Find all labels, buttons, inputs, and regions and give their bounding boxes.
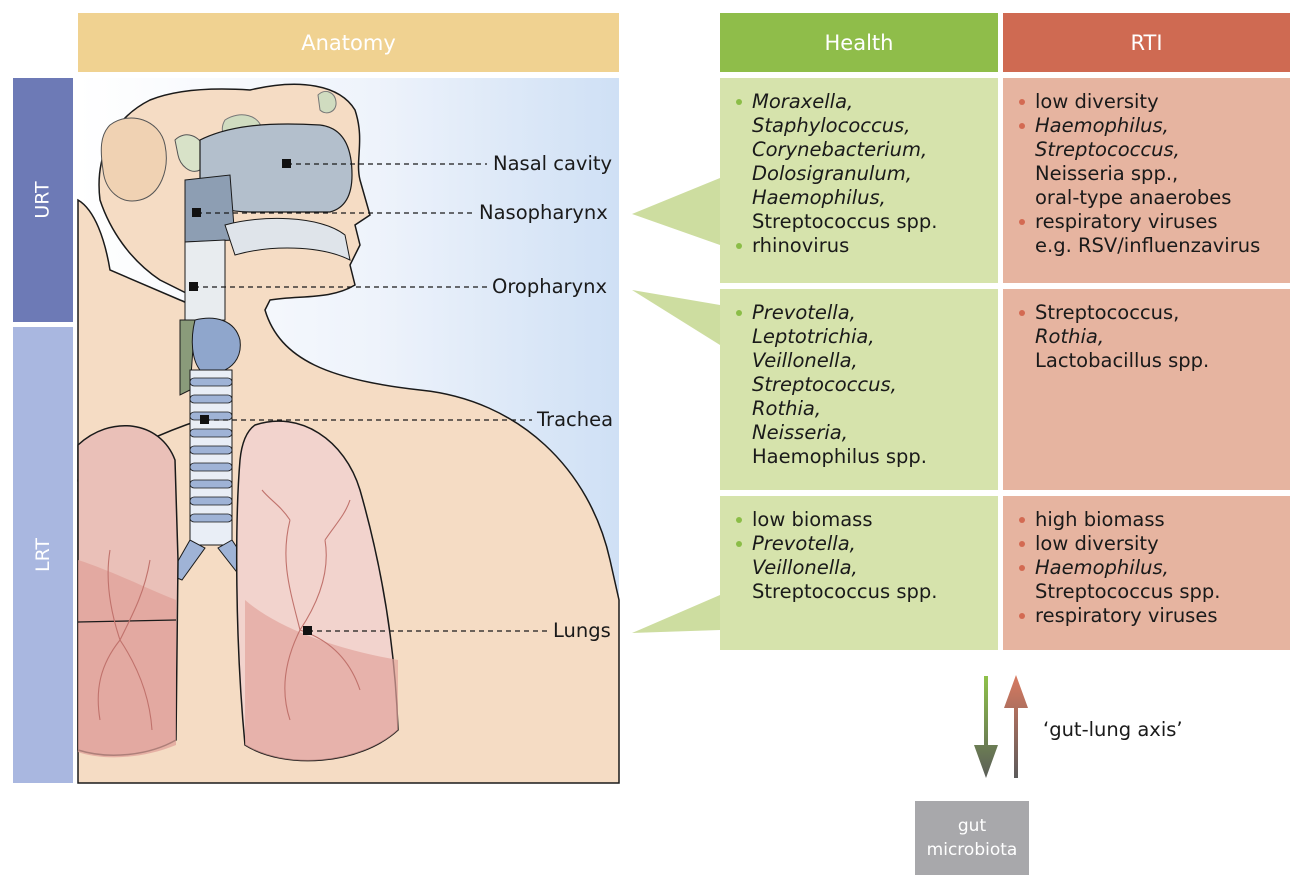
- line: respiratory viruses: [1035, 210, 1280, 234]
- line: rhinovirus: [752, 234, 988, 258]
- bullet-item: low diversity: [1017, 90, 1280, 114]
- lungs-callout: [632, 595, 720, 633]
- line: Veillonella,: [752, 349, 988, 373]
- line: oral-type anaerobes: [1035, 186, 1280, 210]
- trachea-rings: [190, 378, 232, 522]
- oropharynx-callout: [632, 290, 720, 345]
- line: low biomass: [752, 508, 988, 532]
- rti-cell-lungs: high biomass low diversity Haemophilus, …: [1003, 496, 1290, 650]
- down-arrow: [974, 676, 998, 778]
- gut-lung-axis-label: ‘gut-lung axis’: [1043, 718, 1183, 741]
- line: Dolosigranulum,: [752, 162, 988, 186]
- nasopharynx-callout: [632, 178, 720, 245]
- frontal-sinus: [318, 91, 336, 112]
- bullet-item: Haemophilus, Streptococcus spp.: [1017, 556, 1280, 604]
- bullet-item: Haemophilus, Streptococcus, Neisseria sp…: [1017, 114, 1280, 210]
- line: Haemophilus,: [1035, 114, 1280, 138]
- line: Neisseria spp.,: [1035, 162, 1280, 186]
- line: Streptococcus spp.: [1035, 580, 1280, 604]
- line: e.g. RSV/influenzavirus: [1035, 234, 1280, 258]
- line: Moraxella,: [752, 90, 988, 114]
- line: respiratory viruses: [1035, 604, 1280, 628]
- line: Leptotrichia,: [752, 325, 988, 349]
- bullet-item: Prevotella, Leptotrichia, Veillonella, S…: [734, 301, 988, 469]
- line: low diversity: [1035, 532, 1280, 556]
- line: Streptococcus,: [1035, 138, 1280, 162]
- rti-cell-urt-upper: low diversity Haemophilus, Streptococcus…: [1003, 78, 1290, 283]
- line: Prevotella,: [752, 532, 988, 556]
- line: Streptococcus spp.: [752, 210, 988, 234]
- health-cell-urt-upper: Moraxella, Staphylococcus, Corynebacteri…: [720, 78, 998, 283]
- bullet-item: respiratory viruses e.g. RSV/influenzavi…: [1017, 210, 1280, 258]
- health-cell-lungs: low biomass Prevotella, Veillonella, Str…: [720, 496, 998, 650]
- line: Neisseria,: [752, 421, 988, 445]
- bullet-item: low biomass: [734, 508, 988, 532]
- bullet-item: Prevotella, Veillonella, Streptococcus s…: [734, 532, 988, 604]
- bullet-item: low diversity: [1017, 532, 1280, 556]
- gut-microbiota-box: gut microbiota: [915, 801, 1029, 875]
- line: high biomass: [1035, 508, 1280, 532]
- label-oropharynx: Oropharynx: [492, 275, 607, 298]
- line: Rothia,: [752, 397, 988, 421]
- line: Haemophilus spp.: [752, 445, 988, 469]
- label-nasopharynx: Nasopharynx: [479, 201, 608, 224]
- up-arrow: [1004, 675, 1028, 778]
- gut-box-line2: microbiota: [915, 838, 1029, 862]
- health-cell-oropharynx: Prevotella, Leptotrichia, Veillonella, S…: [720, 289, 998, 490]
- bullet-item: Moraxella, Staphylococcus, Corynebacteri…: [734, 90, 988, 234]
- line: Streptococcus,: [1035, 301, 1280, 325]
- line: Haemophilus,: [1035, 556, 1280, 580]
- line: Rothia,: [1035, 325, 1280, 349]
- label-nasal-cavity: Nasal cavity: [493, 152, 612, 175]
- gut-box-line1: gut: [915, 814, 1029, 838]
- oropharynx-shape: [185, 240, 225, 322]
- bullet-item: high biomass: [1017, 508, 1280, 532]
- line: Streptococcus,: [752, 373, 988, 397]
- line: low diversity: [1035, 90, 1280, 114]
- line: Corynebacterium,: [752, 138, 988, 162]
- line: Staphylococcus,: [752, 114, 988, 138]
- line: Prevotella,: [752, 301, 988, 325]
- label-trachea: Trachea: [537, 408, 613, 431]
- line: Haemophilus,: [752, 186, 988, 210]
- label-lungs: Lungs: [553, 619, 611, 642]
- bullet-item: Streptococcus, Rothia, Lactobacillus spp…: [1017, 301, 1280, 373]
- bullet-item: rhinovirus: [734, 234, 988, 258]
- line: Streptococcus spp.: [752, 580, 988, 604]
- rti-cell-oropharynx: Streptococcus, Rothia, Lactobacillus spp…: [1003, 289, 1290, 490]
- line: Lactobacillus spp.: [1035, 349, 1280, 373]
- bullet-item: respiratory viruses: [1017, 604, 1280, 628]
- ear-shape: [101, 118, 166, 201]
- line: Veillonella,: [752, 556, 988, 580]
